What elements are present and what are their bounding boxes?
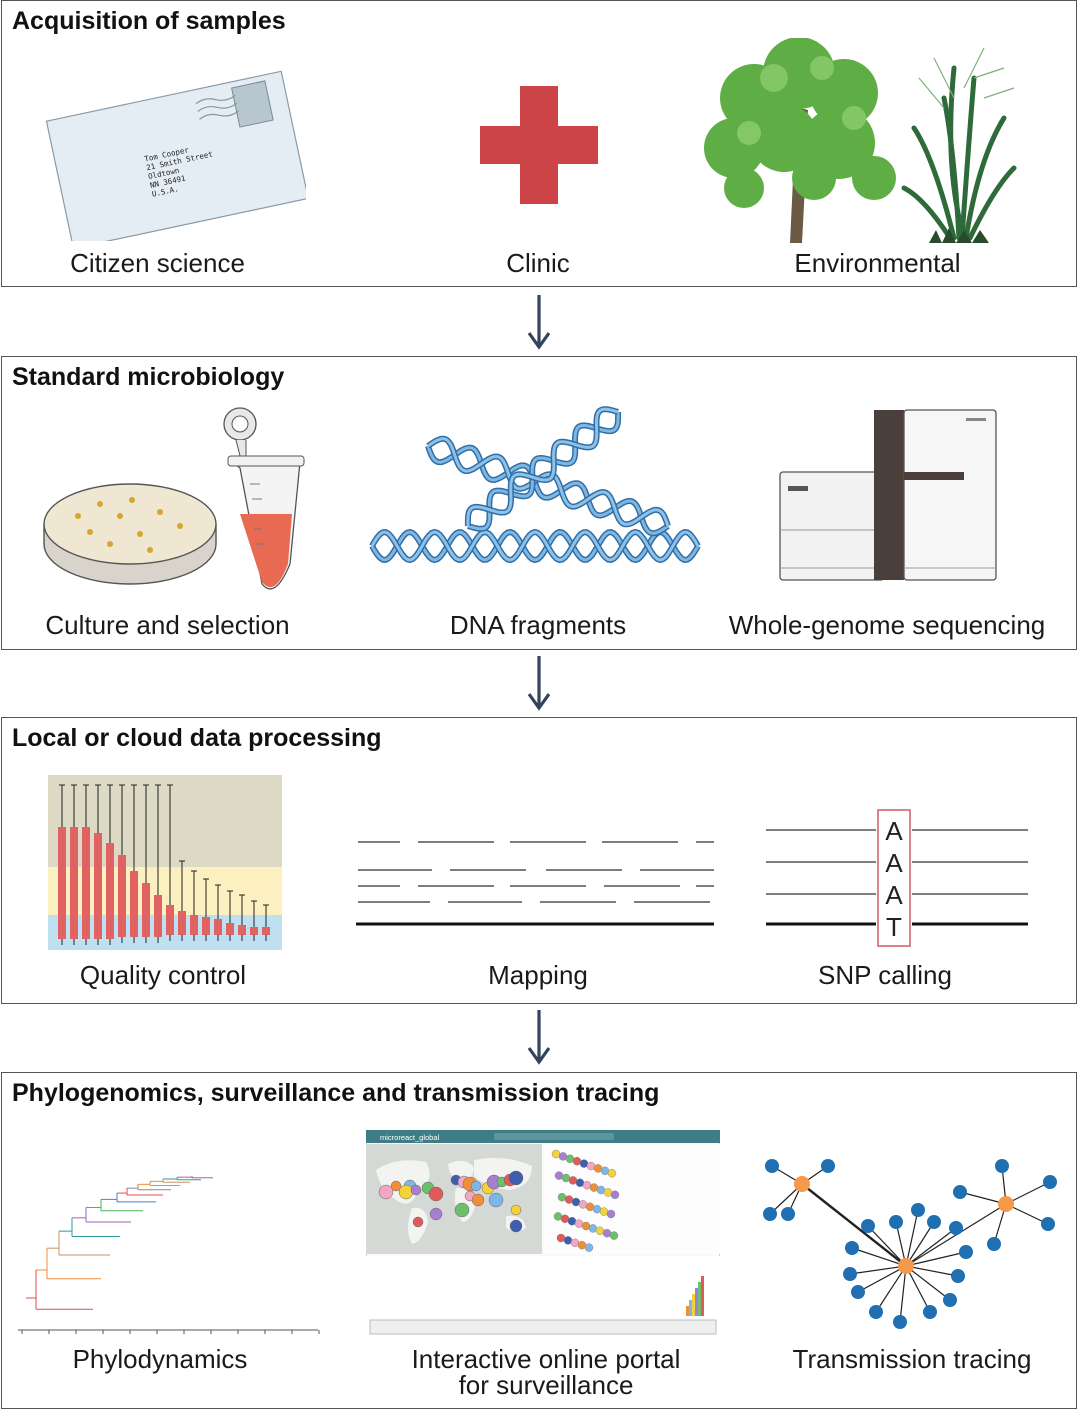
- dna-strand-bottom: [369, 528, 701, 564]
- caption-whole-genome-sequencing: Whole-genome sequencing: [728, 610, 1046, 640]
- envelope-icon: Tom Cooper 21 Smith Street Oldtown NN 36…: [36, 66, 306, 241]
- qc-boxplot-15: [226, 890, 234, 941]
- dna-helix-icon: [368, 406, 702, 586]
- network-hub-node: [998, 1196, 1014, 1212]
- qc-boxplot-14: [214, 884, 222, 941]
- network-hub-node: [898, 1258, 914, 1274]
- red-cross-icon: [480, 86, 598, 204]
- arrow-down-icon: [528, 656, 550, 712]
- network-node: [1043, 1175, 1057, 1189]
- network-node: [845, 1241, 859, 1255]
- qc-boxplot-11: [178, 860, 186, 941]
- arrow-down-icon: [528, 1010, 550, 1066]
- network-node: [953, 1185, 967, 1199]
- qc-boxplot-9: [154, 784, 162, 943]
- tree-and-grass-icon: [704, 38, 1034, 246]
- caption-culture-and-selection: Culture and selection: [45, 610, 290, 640]
- network-node: [893, 1315, 907, 1329]
- qc-boxplot-18: [262, 904, 270, 941]
- network-node: [923, 1305, 937, 1319]
- sequencer-machine-icon: [776, 406, 1000, 584]
- network-node: [959, 1245, 973, 1259]
- snp-base-1: A: [885, 816, 903, 846]
- network-node: [889, 1215, 903, 1229]
- qc-boxplot-7: [130, 784, 138, 943]
- qc-boxplot-17: [250, 900, 258, 941]
- qc-boxplot-8: [142, 784, 150, 943]
- caption-dna-fragments: DNA fragments: [449, 610, 627, 640]
- panel-phylogenomics: Phylogenomics, surveillance and transmis…: [1, 1072, 1077, 1409]
- qc-boxplot-1: [58, 784, 66, 945]
- caption-snp-calling: SNP calling: [818, 960, 952, 990]
- caption-transmission-tracing: Transmission tracing: [792, 1344, 1032, 1374]
- network-node: [851, 1285, 865, 1299]
- caption-portal-line-2: for surveillance: [458, 1370, 634, 1400]
- network-node: [987, 1237, 1001, 1251]
- network-hub-node: [794, 1176, 810, 1192]
- panel-title: Acquisition of samples: [12, 7, 286, 35]
- qc-boxplot-3: [82, 784, 90, 945]
- petri-dish-and-tube-icon: [40, 404, 310, 600]
- qc-boxplot-6: [118, 784, 126, 943]
- network-node: [949, 1221, 963, 1235]
- quality-boxplot-icon: [48, 775, 282, 950]
- caption-environmental: Environmental: [794, 248, 961, 278]
- panel-title: Phylogenomics, surveillance and transmis…: [12, 1079, 660, 1107]
- dna-strand-top: [464, 406, 622, 532]
- snp-base-3: A: [885, 880, 903, 910]
- network-node: [951, 1269, 965, 1283]
- snp-alignment-icon: A A A T: [766, 808, 1032, 950]
- qc-boxplot-2: [70, 784, 78, 945]
- qc-boxplot-4: [94, 784, 102, 945]
- qc-boxplot-5: [106, 784, 114, 945]
- snp-base-4: T: [886, 912, 902, 942]
- arrow-down-icon: [528, 295, 550, 351]
- caption-quality-control: Quality control: [79, 960, 247, 990]
- qc-boxplot-16: [238, 894, 246, 941]
- network-node: [765, 1159, 779, 1173]
- network-node: [943, 1293, 957, 1307]
- qc-boxplot-12: [190, 870, 198, 941]
- snp-base-2: A: [885, 848, 903, 878]
- caption-clinic: Clinic: [506, 248, 570, 278]
- dna-strand-middle: [425, 435, 671, 537]
- caption-portal-line-1: Interactive online portal: [411, 1344, 681, 1374]
- qc-boxplot-10: [166, 784, 174, 941]
- transmission-network-icon: [762, 1152, 1062, 1332]
- network-node: [927, 1215, 941, 1229]
- panel-title: Standard microbiology: [12, 363, 285, 391]
- qc-boxplot-13: [202, 878, 210, 941]
- network-node: [861, 1219, 875, 1233]
- panel-title: Local or cloud data processing: [12, 724, 382, 752]
- caption-citizen-science: Citizen science: [70, 248, 245, 278]
- phylogenetic-tree-icon: [18, 1118, 320, 1340]
- network-node: [763, 1207, 777, 1221]
- network-node: [821, 1159, 835, 1173]
- network-node: [1041, 1217, 1055, 1231]
- read-mapping-icon: [356, 834, 716, 934]
- portal-title: microreact_global: [380, 1133, 440, 1142]
- network-node: [869, 1305, 883, 1319]
- network-node: [843, 1267, 857, 1281]
- caption-phylodynamics: Phylodynamics: [72, 1344, 248, 1374]
- network-node: [781, 1207, 795, 1221]
- caption-mapping: Mapping: [488, 960, 588, 990]
- network-node: [995, 1159, 1009, 1173]
- network-node: [911, 1203, 925, 1217]
- portal-screenshot-icon: microreact_global: [366, 1130, 720, 1336]
